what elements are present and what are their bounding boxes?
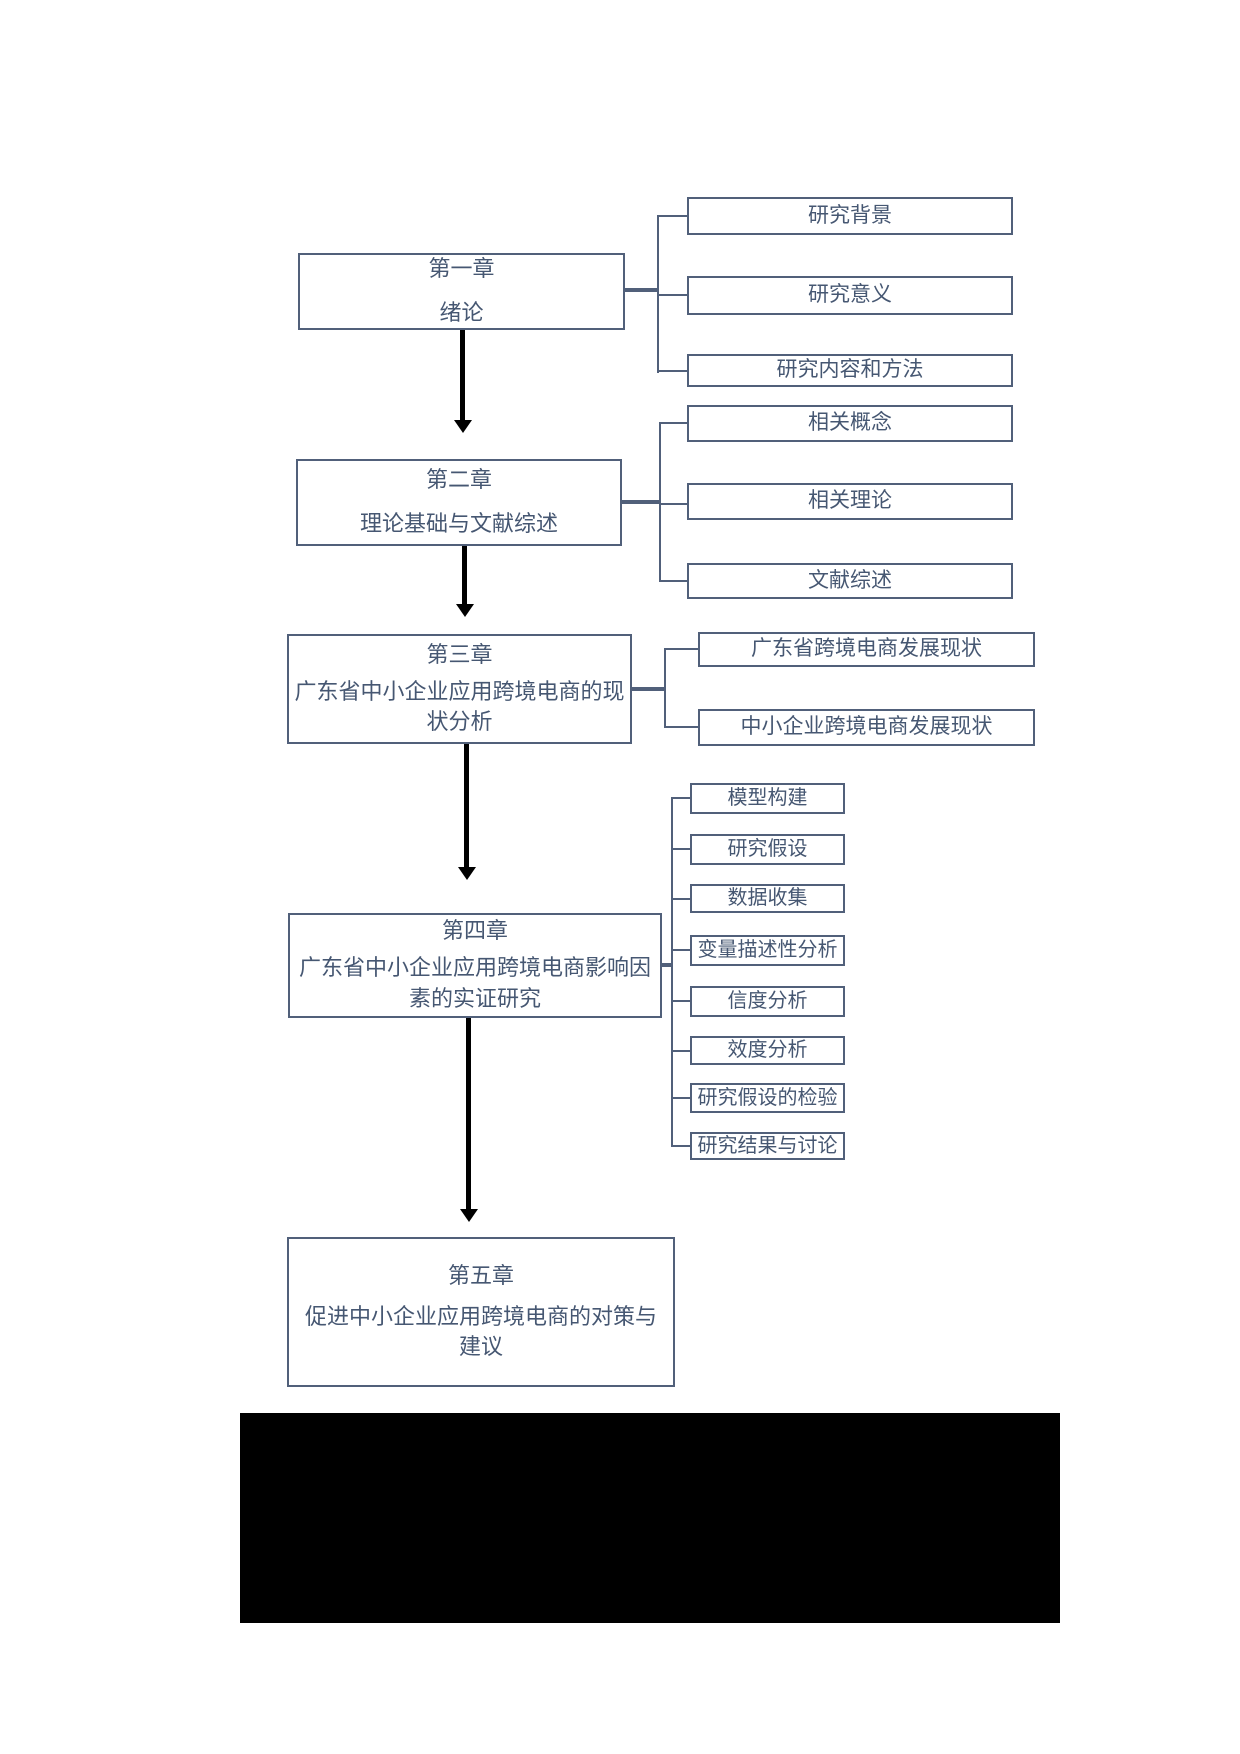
chapter-3-title: 广东省中小企业应用跨境电商的现状分析 <box>294 678 625 735</box>
chapter-5-number: 第五章 <box>447 1262 514 1288</box>
branch-stub-line <box>664 726 698 728</box>
branch-stub-line <box>671 1145 690 1147</box>
chapter-3-number: 第三章 <box>426 641 493 667</box>
arrow-ch3-ch4-head <box>458 867 476 880</box>
arrow-ch4-ch5-shaft <box>466 1018 471 1209</box>
branch-research-significance-box: 研究意义 <box>687 276 1013 315</box>
chapter-5-box: 第五章 促进中小企业应用跨境电商的对策与建议 <box>287 1237 675 1387</box>
chapter-1-connector-line <box>625 288 657 292</box>
chapter-2-number: 第二章 <box>425 467 492 493</box>
chapter-5-title: 促进中小企业应用跨境电商的对策与建议 <box>304 1303 657 1360</box>
chapter-3-box: 第三章 广东省中小企业应用跨境电商的现状分析 <box>287 634 632 744</box>
branch-stub-line <box>664 648 698 650</box>
branch-data-collection-box: 数据收集 <box>690 884 845 913</box>
branch-research-background-box: 研究背景 <box>687 197 1013 235</box>
arrow-ch4-ch5-head <box>460 1209 478 1222</box>
chapter-4-branch-spine <box>671 797 673 1147</box>
chapter-1-box: 第一章 绪论 <box>298 253 625 330</box>
branch-guangdong-cbec-status-box: 广东省跨境电商发展现状 <box>698 632 1035 667</box>
chapter-4-box: 第四章 广东省中小企业应用跨境电商影响因素的实证研究 <box>288 913 662 1018</box>
branch-validity-analysis-box: 效度分析 <box>690 1036 845 1065</box>
chapter-4-title: 广东省中小企业应用跨境电商影响因素的实证研究 <box>298 955 651 1011</box>
branch-sme-cbec-status-box: 中小企业跨境电商发展现状 <box>698 709 1035 746</box>
branch-literature-review-box: 文献综述 <box>687 563 1013 599</box>
arrow-ch1-ch2-shaft <box>460 330 465 420</box>
branch-stub-line <box>657 294 687 296</box>
chapter-2-branch-spine <box>659 422 661 582</box>
arrow-ch2-ch3-head <box>456 604 474 617</box>
branch-related-concepts-box: 相关概念 <box>687 405 1013 442</box>
branch-stub-line <box>671 898 690 900</box>
arrow-ch2-ch3-shaft <box>462 546 467 604</box>
chapter-3-branch-spine <box>664 648 666 728</box>
branch-results-discussion-box: 研究结果与讨论 <box>690 1132 845 1160</box>
branch-stub-line <box>659 580 687 582</box>
branch-stub-line <box>671 1097 690 1099</box>
branch-hypothesis-testing-box: 研究假设的检验 <box>690 1083 845 1113</box>
chapter-2-box: 第二章 理论基础与文献综述 <box>296 459 622 546</box>
branch-stub-line <box>657 215 687 217</box>
branch-stub-line <box>659 503 687 505</box>
chapter-4-connector-line <box>662 963 671 967</box>
branch-stub-line <box>671 797 690 799</box>
redacted-block <box>240 1413 1060 1623</box>
arrow-ch3-ch4-shaft <box>464 744 469 867</box>
branch-stub-line <box>659 422 687 424</box>
chapter-4-number: 第四章 <box>441 918 508 944</box>
branch-stub-line <box>671 1000 690 1002</box>
branch-stub-line <box>657 370 687 372</box>
chapter-3-connector-line <box>632 687 664 691</box>
chapter-2-connector-line <box>622 500 659 504</box>
chapter-1-title: 绪论 <box>439 300 484 325</box>
branch-reliability-analysis-box: 信度分析 <box>690 986 845 1017</box>
branch-stub-line <box>671 1050 690 1052</box>
chapter-1-number: 第一章 <box>428 256 495 282</box>
branch-model-construction-box: 模型构建 <box>690 783 845 814</box>
branch-research-content-methods-box: 研究内容和方法 <box>687 354 1013 387</box>
arrow-ch1-ch2-head <box>454 420 472 433</box>
branch-stub-line <box>671 949 690 951</box>
chapter-2-title: 理论基础与文献综述 <box>359 511 558 536</box>
branch-research-hypotheses-box: 研究假设 <box>690 834 845 865</box>
branch-stub-line <box>671 848 690 850</box>
branch-related-theories-box: 相关理论 <box>687 483 1013 520</box>
branch-descriptive-analysis-box: 变量描述性分析 <box>690 935 845 966</box>
